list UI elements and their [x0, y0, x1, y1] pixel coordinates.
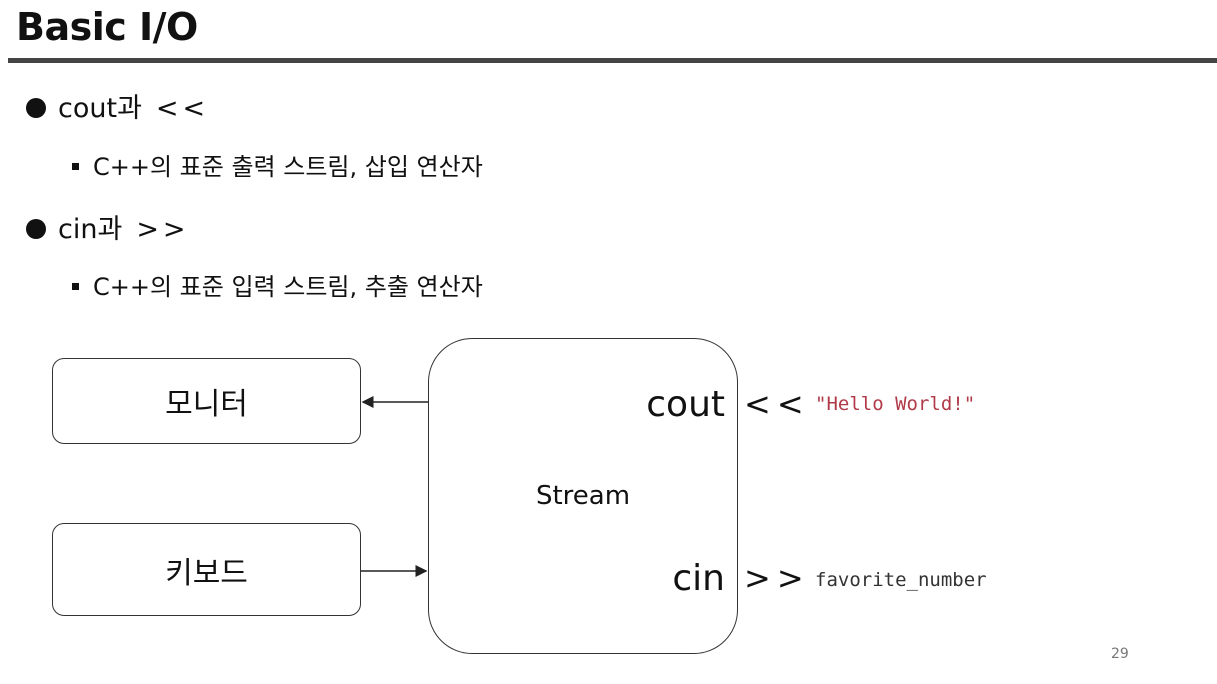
cin-variable: favorite_number: [815, 569, 987, 591]
cin-label: cin: [672, 558, 725, 599]
sub-bullet-text: C++의 표준 출력 스트림, 삽입 연산자: [93, 153, 483, 181]
bullet-cout: cout과 <<: [26, 92, 209, 126]
bullet-operator: <<: [155, 93, 210, 124]
bullet-dot-icon: [26, 98, 46, 118]
page-number: 29: [1111, 646, 1129, 662]
keyboard-box: 키보드: [52, 523, 361, 616]
sub-bullet-text: C++의 표준 입력 스트림, 추출 연산자: [93, 273, 483, 301]
extraction-operator: >>: [744, 559, 810, 597]
stream-box: Stream cout cin: [428, 338, 738, 654]
cout-string-literal: "Hello World!": [815, 393, 976, 415]
bullet-operator: >>: [136, 214, 190, 245]
cout-label: cout: [646, 384, 725, 425]
slide-title: Basic I/O: [16, 5, 198, 49]
square-bullet-icon: [72, 283, 79, 290]
bullet-keyword: cout과: [58, 93, 142, 124]
sub-bullet-cout: C++의 표준 출력 스트림, 삽입 연산자: [72, 152, 483, 182]
insertion-operator: <<: [744, 385, 810, 423]
sub-bullet-cin: C++의 표준 입력 스트림, 추출 연산자: [72, 272, 483, 302]
bullet-dot-icon: [26, 219, 46, 239]
square-bullet-icon: [72, 163, 79, 170]
title-divider: [8, 58, 1217, 63]
monitor-box: 모니터: [52, 358, 361, 444]
bullet-keyword: cin과: [58, 214, 123, 245]
bullet-cin: cin과 >>: [26, 213, 190, 247]
stream-label: Stream: [535, 481, 631, 511]
